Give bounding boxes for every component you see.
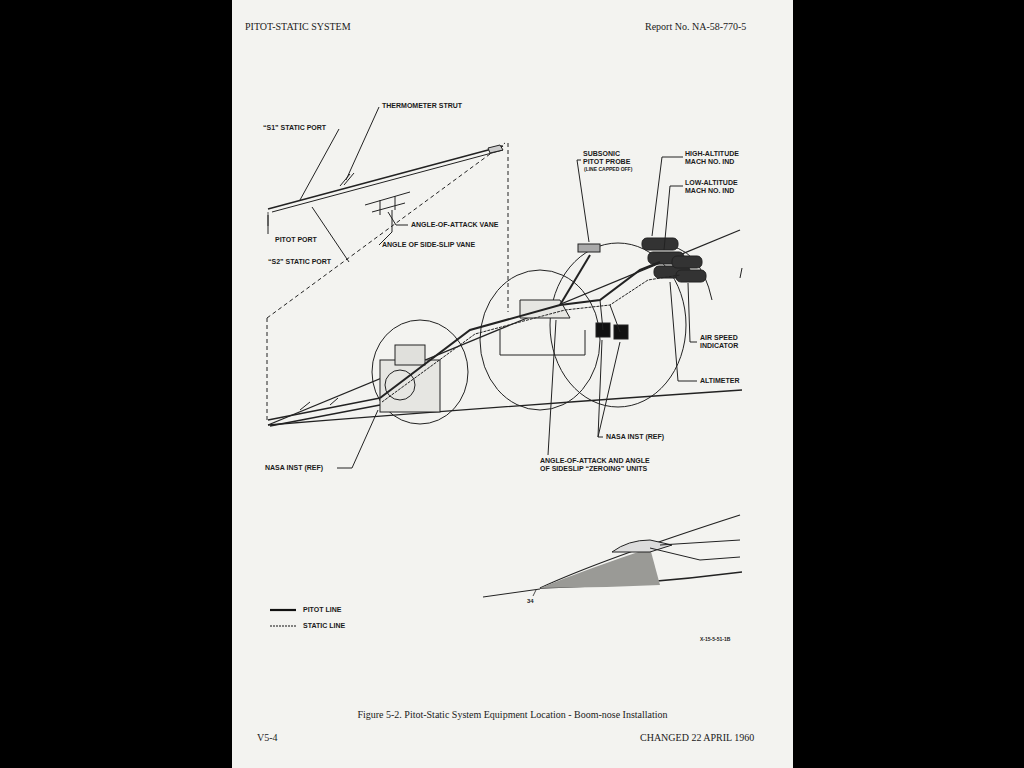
part-label: THERMOMETER STRUT	[382, 102, 462, 110]
part-label: NASA INST (REF)	[265, 464, 323, 472]
part-label: AIR SPEED INDICATOR	[700, 334, 750, 350]
part-label: PITOT PORT	[275, 236, 317, 244]
legend-text: PITOT LINE	[303, 606, 341, 613]
part-label: ANGLE-OF-ATTACK AND ANGLE OF SIDESLIP “Z…	[540, 457, 650, 473]
legend-text: STATIC LINE	[303, 622, 345, 629]
part-label: SUBSONIC PITOT PROBE	[583, 150, 635, 166]
part-label: ANGLE OF SIDE-SLIP VANE	[382, 241, 475, 249]
part-label: “S2” STATIC PORT	[268, 258, 331, 266]
part-label: HIGH-ALTITUDE MACH NO. IND	[685, 150, 755, 166]
page-header-text: V5-4	[257, 732, 278, 744]
part-label: LOW-ALTITUDE MACH NO. IND	[685, 179, 755, 195]
legend-sample-line	[270, 609, 296, 611]
page-header-text: CHANGED 22 APRIL 1960	[640, 732, 754, 744]
part-label: (LINE CAPPED OFF)	[584, 167, 632, 173]
page-header-text: Report No. NA-58-770-5	[645, 21, 746, 33]
part-label: 34	[527, 598, 534, 605]
part-label: NASA INST (REF)	[606, 433, 664, 441]
part-label: ALTIMETER	[700, 377, 740, 385]
part-label: ANGLE-OF-ATTACK VANE	[411, 221, 499, 229]
part-label: X-15-5-51-1B	[700, 637, 730, 643]
legend-sample-line	[270, 625, 296, 626]
part-label: “S1” STATIC PORT	[263, 124, 326, 132]
figure-caption: Figure 5-2. Pitot-Static System Equipmen…	[232, 709, 793, 720]
page-header-text: PITOT-STATIC SYSTEM	[245, 21, 351, 33]
